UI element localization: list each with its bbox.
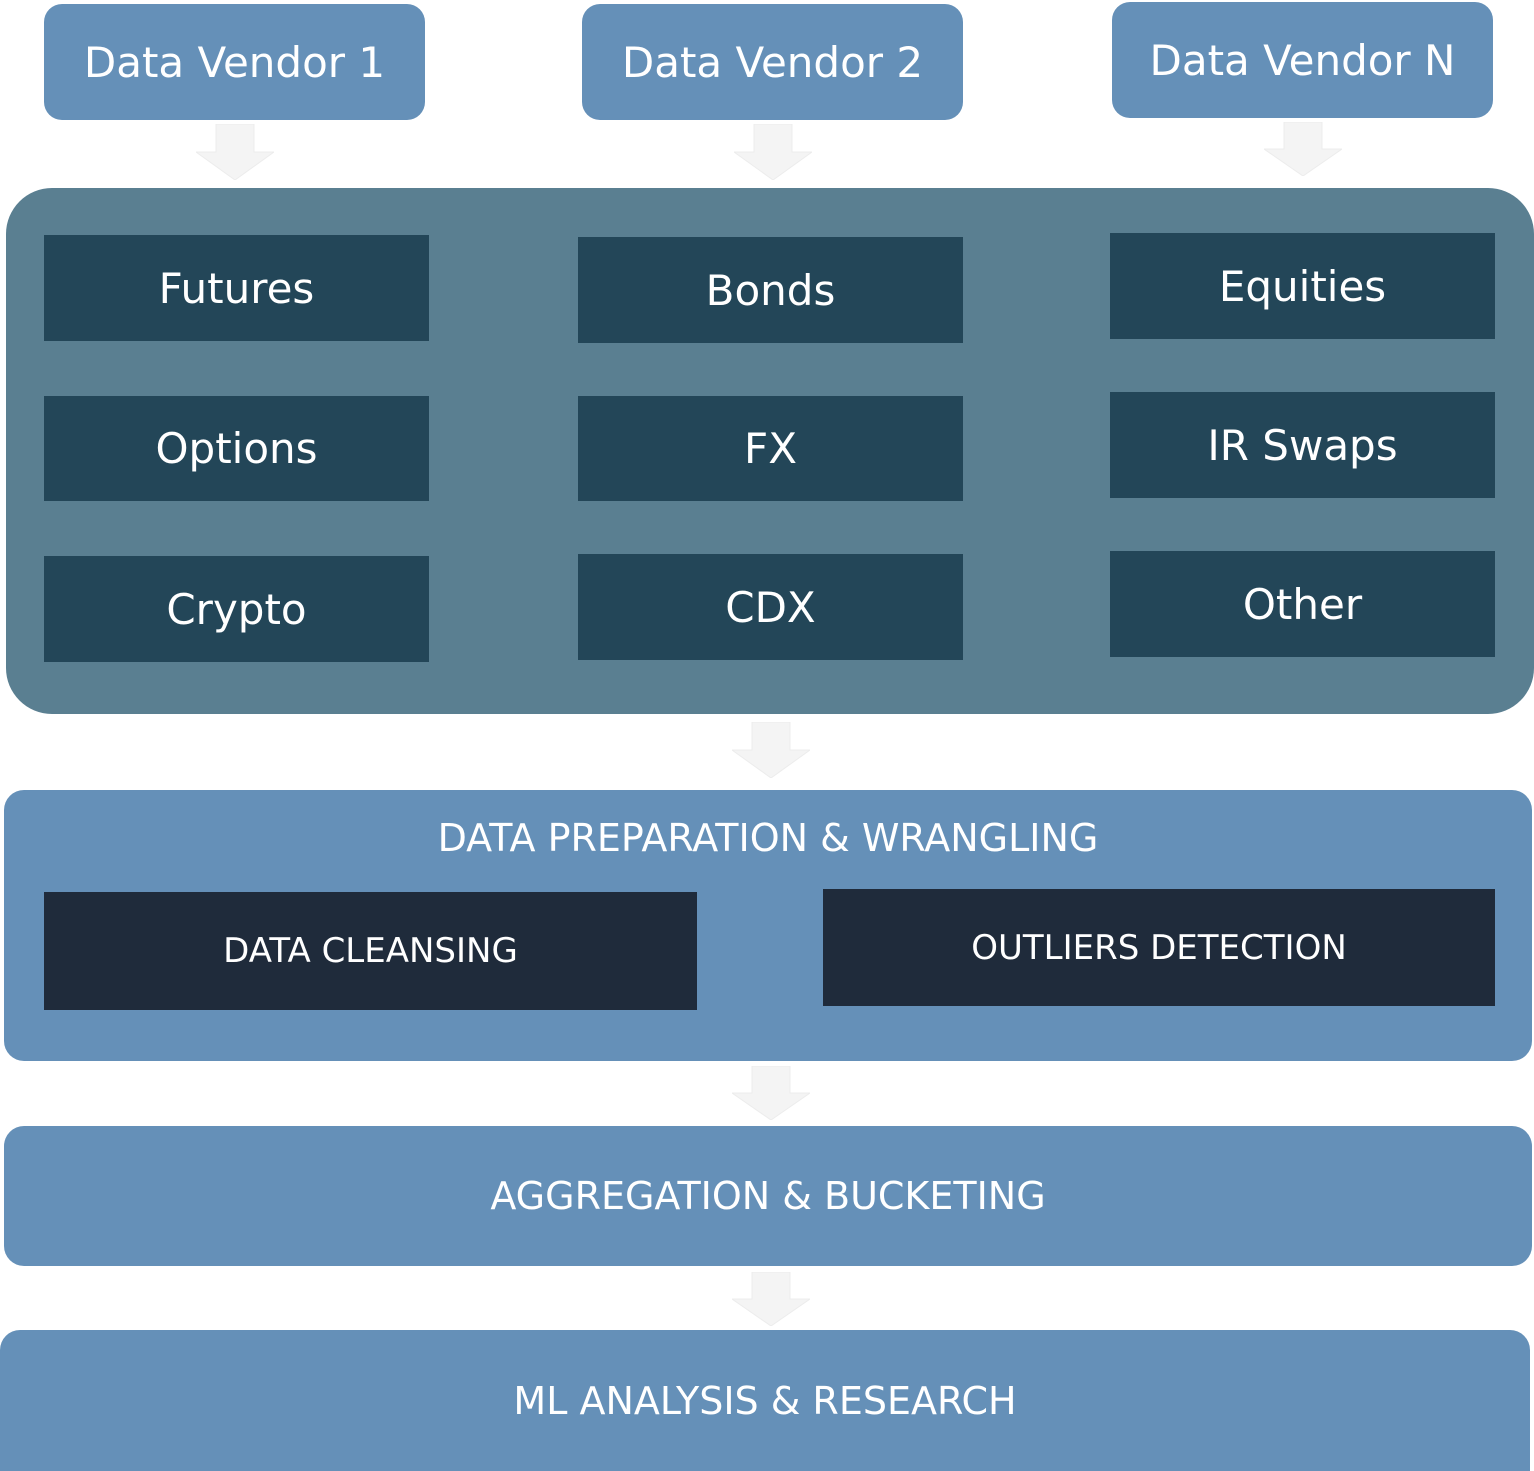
asset-label: Crypto <box>166 584 307 634</box>
outliers-detection-label: OUTLIERS DETECTION <box>971 927 1347 968</box>
asset-box-cdx: CDX <box>578 554 963 660</box>
data-cleansing-box: DATA CLEANSING <box>44 892 697 1010</box>
asset-box-ir-swaps: IR Swaps <box>1110 392 1495 498</box>
asset-label: Options <box>155 424 318 473</box>
asset-label: IR Swaps <box>1207 420 1398 470</box>
down-arrow-icon <box>734 124 812 180</box>
asset-label: Futures <box>158 263 315 313</box>
data-preparation-title-text: DATA PREPARATION & WRANGLING <box>437 816 1099 860</box>
down-arrow-icon <box>196 124 274 180</box>
asset-box-other: Other <box>1110 551 1495 657</box>
vendor-box-2: Data Vendor 2 <box>582 4 963 120</box>
asset-box-bonds: Bonds <box>578 237 963 343</box>
outliers-detection-box: OUTLIERS DETECTION <box>823 889 1495 1006</box>
ml-analysis-label: ML ANALYSIS & RESEARCH <box>513 1378 1017 1423</box>
vendor-box-n: Data Vendor N <box>1112 2 1493 118</box>
asset-label: Bonds <box>705 265 836 315</box>
ml-analysis-stage-box: ML ANALYSIS & RESEARCH <box>0 1330 1530 1471</box>
vendor-label-1: Data Vendor 1 <box>83 37 386 87</box>
data-preparation-title: DATA PREPARATION & WRANGLING <box>4 808 1532 868</box>
vendor-label-n: Data Vendor N <box>1149 35 1456 85</box>
asset-box-equities: Equities <box>1110 233 1495 339</box>
asset-box-crypto: Crypto <box>44 556 429 662</box>
asset-label: Other <box>1242 579 1363 629</box>
asset-label: FX <box>744 424 797 473</box>
down-arrow-icon <box>732 1272 810 1326</box>
asset-label: Equities <box>1218 261 1387 311</box>
vendor-label-2: Data Vendor 2 <box>621 37 924 87</box>
vendor-box-1: Data Vendor 1 <box>44 4 425 120</box>
asset-label: CDX <box>725 582 816 632</box>
down-arrow-icon <box>1264 122 1342 176</box>
down-arrow-icon <box>732 1066 810 1120</box>
data-cleansing-label: DATA CLEANSING <box>223 931 518 971</box>
asset-box-futures: Futures <box>44 235 429 341</box>
aggregation-label: AGGREGATION & BUCKETING <box>490 1174 1046 1218</box>
down-arrow-icon <box>732 722 810 778</box>
asset-box-fx: FX <box>578 396 963 501</box>
asset-box-options: Options <box>44 396 429 501</box>
aggregation-stage-box: AGGREGATION & BUCKETING <box>4 1126 1532 1266</box>
